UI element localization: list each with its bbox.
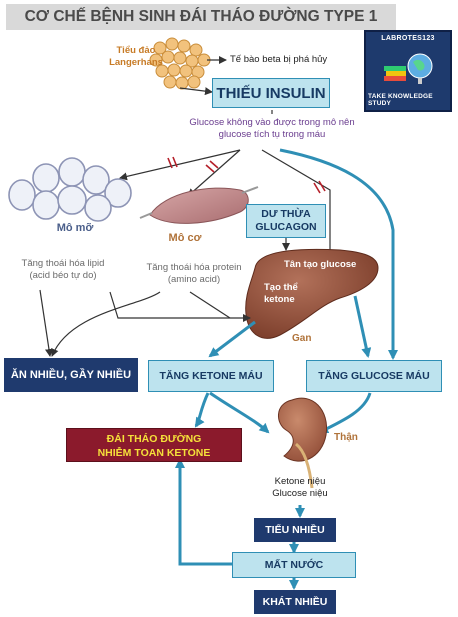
- fat-tissue-desc: Tăng thoái hóa lipid (acid béo tự do): [21, 258, 105, 281]
- muscle-tissue-desc: Tăng thoái hóa protein (amino acid): [146, 262, 242, 285]
- glucose-note: Glucose không vào được trong mô nên gluc…: [189, 117, 355, 140]
- ketogenesis-label: Tạo thể ketone: [264, 282, 298, 305]
- diabetic-ketoacidosis-box: ĐÁI THÁO ĐƯỜNG NHIỄM TOAN KETONE: [66, 428, 242, 462]
- brand-logo: LABROTES123 TAKE KNOWLEDGE STUDY: [364, 30, 452, 112]
- glucose-to-kidney-arrow: [318, 392, 372, 434]
- polyuria-box: TIỂU NHIỀU: [254, 518, 336, 542]
- dehydration-box: MẤT NƯỚC: [232, 552, 356, 578]
- urine-findings-text: Ketone niệu Glucose niệu: [272, 476, 328, 499]
- page-title: CƠ CHẾ BỆNH SINH ĐÁI THÁO ĐƯỜNG TYPE 1: [6, 4, 396, 30]
- fanout-arrows: [119, 149, 334, 266]
- ureter-icon: [294, 442, 314, 489]
- beta-cell-text: Tế bào beta bị phá hủy: [230, 54, 328, 65]
- ketone-teal-arrow: [208, 320, 256, 358]
- metabolism-lines: [39, 289, 251, 357]
- insulin-deficiency-box: THIẾU INSULIN: [212, 78, 330, 108]
- glucose-teal-arrow: [279, 148, 398, 360]
- eat-more-lose-weight-box: ĂN NHIỀU, GẦY NHIỀU: [4, 358, 138, 392]
- islet-cluster-icon: [149, 37, 211, 90]
- ketone-to-dka-arrow: [194, 392, 210, 428]
- fat-cells-icon: [8, 157, 132, 222]
- islet-label: Tiểu đảo Langerhans: [109, 45, 163, 68]
- thirst-box: KHÁT NHIỀU: [254, 590, 336, 614]
- gluconeogenesis-label: Tân tạo glucose: [284, 259, 357, 270]
- logo-top-text: LABROTES123: [381, 35, 435, 42]
- kidney-icon: [278, 397, 328, 462]
- globe-books-icon: [384, 53, 433, 84]
- logo-bottom-text: TAKE KNOWLEDGE STUDY: [368, 93, 433, 107]
- liver-label: Gan: [292, 333, 312, 344]
- blocked-marks: [167, 156, 326, 194]
- dehydration-to-dka-arrow: [175, 458, 232, 566]
- high-blood-glucose-box: TĂNG GLUCOSE MÁU: [306, 360, 442, 392]
- glucagon-excess-box: DƯ THỪA GLUCAGON: [246, 204, 326, 238]
- fat-tissue-label: Mô mỡ: [56, 222, 94, 234]
- muscle-tissue-label: Mô cơ: [168, 232, 202, 244]
- gluconeo-teal-arrow: [353, 295, 372, 358]
- high-blood-ketone-box: TĂNG KETONE MÁU: [148, 360, 274, 392]
- ketone-to-kidney-arrow: [209, 391, 270, 434]
- muscle-icon: [139, 186, 259, 224]
- islet-to-insulin-arrow: [179, 87, 213, 96]
- kidney-label: Thận: [334, 432, 358, 443]
